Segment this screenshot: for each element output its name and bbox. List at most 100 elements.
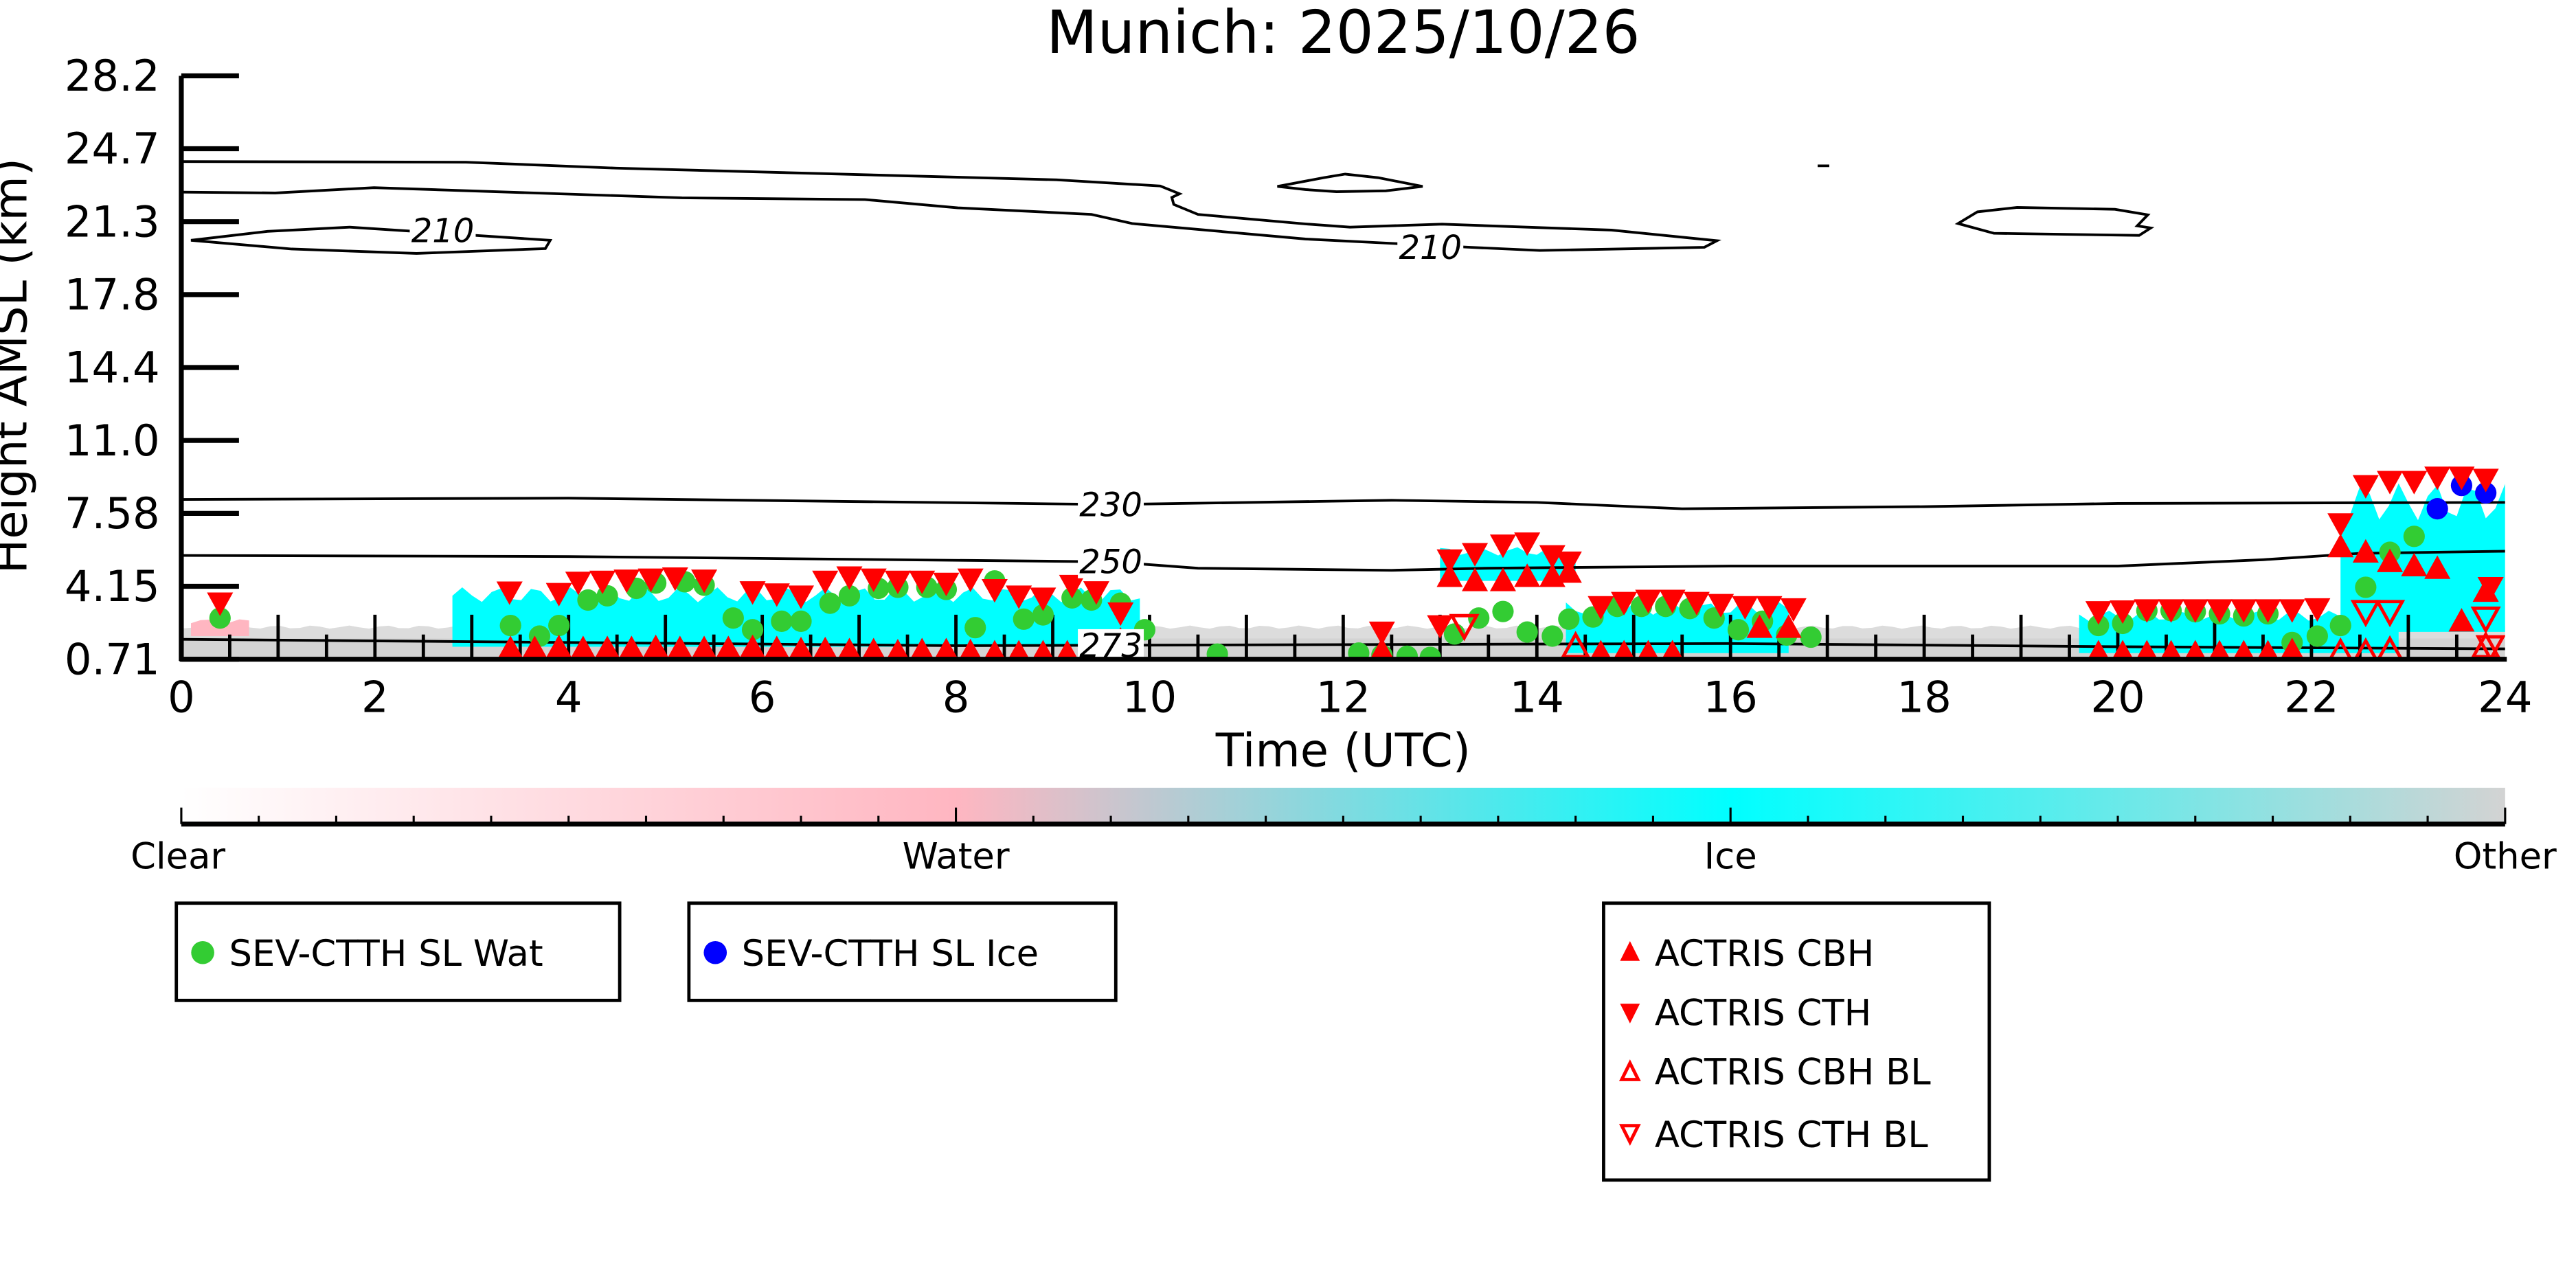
data-point bbox=[1032, 640, 1054, 659]
data-point bbox=[1659, 589, 1686, 613]
data-point bbox=[771, 610, 793, 632]
data-point bbox=[1449, 613, 1480, 642]
contour-line bbox=[1277, 172, 1423, 193]
legend-label: ACTRIS CBH bbox=[1655, 933, 1874, 975]
data-point bbox=[1541, 625, 1563, 647]
data-point bbox=[2279, 599, 2305, 623]
data-point bbox=[1558, 608, 1580, 630]
data-point bbox=[2401, 552, 2428, 577]
data-point bbox=[1436, 549, 1463, 574]
data-point bbox=[545, 583, 572, 607]
data-point bbox=[1560, 631, 1591, 659]
data-point bbox=[2136, 640, 2158, 659]
data-point bbox=[565, 572, 591, 596]
data-point bbox=[964, 617, 986, 639]
x-tick-label: 12 bbox=[1316, 672, 1370, 722]
data-point bbox=[1492, 600, 1514, 622]
data-point bbox=[1013, 608, 1035, 630]
data-point bbox=[1059, 574, 1085, 599]
data-point bbox=[1419, 646, 1441, 659]
data-point bbox=[1436, 563, 1463, 587]
contour-label: 250 bbox=[1079, 543, 1142, 582]
data-point bbox=[1590, 640, 1612, 659]
legend-label: ACTRIS CBH BL bbox=[1655, 1052, 1931, 1094]
data-point bbox=[909, 637, 934, 659]
data-point bbox=[1746, 614, 1773, 638]
contour-label-bg bbox=[1078, 545, 1144, 578]
x-tick-label: 20 bbox=[2090, 672, 2145, 722]
data-point bbox=[2377, 471, 2404, 495]
contour-label-bg bbox=[409, 214, 476, 247]
data-point bbox=[1588, 596, 1614, 620]
contour-line bbox=[181, 550, 2505, 572]
data-point bbox=[589, 570, 616, 594]
contour-label: 210 bbox=[1399, 229, 1462, 267]
data-point bbox=[1539, 545, 1566, 569]
data-point bbox=[2233, 640, 2255, 659]
data-point bbox=[2475, 635, 2505, 659]
data-point bbox=[2448, 466, 2475, 490]
data-point bbox=[548, 614, 570, 637]
data-point bbox=[861, 637, 886, 659]
data-point bbox=[2085, 601, 2112, 625]
contour-line bbox=[181, 497, 2505, 510]
x-tick-label: 22 bbox=[2284, 672, 2338, 722]
legend-sev-ice: SEV-CTTH SL Ice bbox=[687, 901, 1118, 1002]
data-point bbox=[1107, 602, 1134, 626]
data-point bbox=[1637, 640, 1660, 659]
data-point bbox=[2110, 600, 2136, 624]
data-point bbox=[1462, 567, 1489, 591]
data-point bbox=[209, 607, 231, 629]
data-point bbox=[1056, 640, 1078, 659]
data-point bbox=[813, 636, 838, 659]
data-point bbox=[2472, 468, 2499, 493]
x-tick-label: 14 bbox=[1510, 672, 1564, 722]
data-point bbox=[909, 570, 936, 594]
data-point bbox=[933, 572, 960, 597]
data-point bbox=[2112, 640, 2134, 659]
x-tick-label: 16 bbox=[1704, 672, 1758, 722]
contour-line bbox=[1954, 205, 2155, 237]
contour-line bbox=[183, 160, 1722, 252]
data-point bbox=[1206, 643, 1228, 659]
legend-actris: ACTRIS CBH ACTRIS CTH ACTRIS CBH BL ACTR… bbox=[1602, 901, 1991, 1182]
data-point bbox=[637, 568, 664, 592]
data-point bbox=[1683, 591, 1710, 615]
data-point bbox=[1708, 594, 1735, 618]
data-point bbox=[207, 592, 234, 616]
data-point bbox=[2327, 513, 2354, 537]
chart-title: Munich: 2025/10/26 bbox=[1046, 0, 1640, 67]
cloud-mask-ice bbox=[2340, 483, 2505, 632]
data-point bbox=[577, 589, 599, 611]
data-point bbox=[2088, 614, 2110, 637]
data-point bbox=[1006, 585, 1032, 609]
data-point bbox=[2353, 637, 2378, 659]
data-point bbox=[1032, 604, 1054, 626]
data-point bbox=[1396, 645, 1418, 659]
data-point bbox=[2255, 599, 2281, 623]
data-point bbox=[959, 638, 982, 659]
x-minor-ticks bbox=[227, 614, 2459, 659]
data-point bbox=[957, 568, 984, 592]
contour-label-bg bbox=[1078, 629, 1144, 662]
data-point bbox=[1756, 596, 1783, 620]
colorbar-label-ice: Ice bbox=[1704, 835, 1757, 877]
colorbar-label-other: Other bbox=[2454, 835, 2557, 877]
y-tick-label: 24.7 bbox=[65, 124, 160, 174]
triangle-up-icon bbox=[1620, 940, 1640, 961]
data-point bbox=[838, 585, 861, 607]
data-point bbox=[2182, 599, 2208, 623]
data-point bbox=[2355, 576, 2377, 598]
colorbar-label-clear: Clear bbox=[131, 835, 225, 877]
data-point bbox=[2088, 640, 2110, 659]
triangle-down-icon bbox=[1620, 1004, 1640, 1024]
data-point bbox=[1613, 640, 1635, 659]
x-tick-label: 10 bbox=[1122, 672, 1177, 722]
data-point bbox=[981, 579, 1008, 603]
data-point bbox=[2160, 640, 2182, 659]
data-point bbox=[837, 637, 861, 659]
data-point bbox=[1661, 640, 1684, 659]
data-point bbox=[2424, 555, 2451, 579]
